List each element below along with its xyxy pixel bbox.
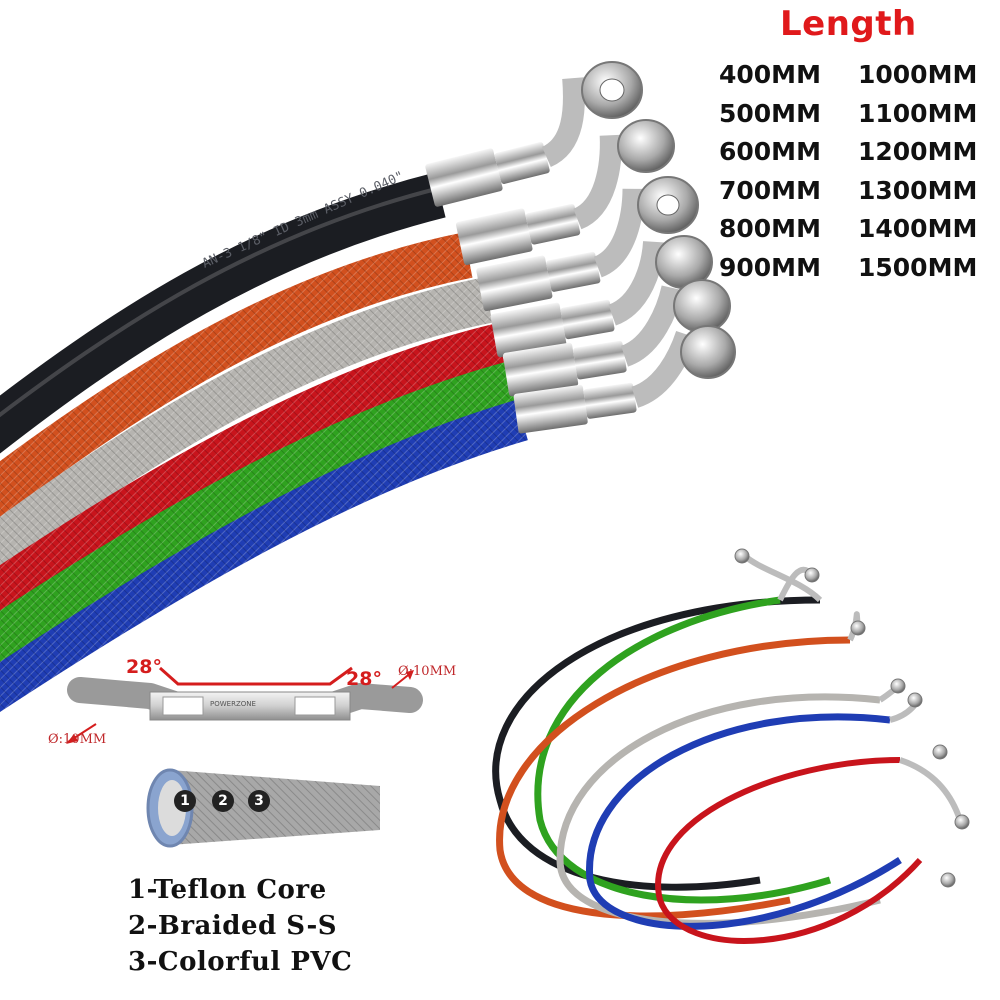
length-list-left: 400MM 500MM 600MM 700MM 800MM 900MM [719,56,821,287]
legend-item: 1-Teflon Core [128,875,327,905]
length-item: 700MM [719,175,821,205]
layer-number-2: 2 [212,790,234,812]
coiled-hoses [492,548,970,944]
length-item: 1500MM [858,252,978,282]
length-item: 900MM [719,252,821,282]
length-item: 1200MM [858,137,978,166]
legend-item: 2-Braided S-S [128,911,338,941]
brand-label: POWERZONE [210,700,256,708]
hose-red [0,323,506,619]
length-item: 1400MM [858,214,978,243]
layer-legend: 1-Teflon Core 2-Braided S-S 3-Colorful P… [128,872,352,980]
length-item: 800MM [719,214,821,243]
hose-orange [0,232,473,519]
angle-label-right: 28° [346,668,382,690]
length-title: Length [780,4,917,44]
layer-diagram [146,768,380,848]
length-item: 400MM [719,60,821,89]
hose-black [0,172,446,454]
length-item: 1100MM [858,98,978,128]
angle-label-left: 28° [126,656,162,678]
fittings [425,61,736,434]
hose-silver [0,277,493,574]
length-item: 1000MM [858,60,978,89]
hose-diagram [66,666,423,744]
hose-green [0,361,518,664]
hose-blue [0,399,528,713]
length-item: 500MM [719,98,821,128]
diameter-label-right: Ø:10MM [398,664,457,679]
length-list-right: 1000MM 1100MM 1200MM 1300MM 1400MM 1500M… [858,56,977,287]
layer-number-3: 3 [248,790,270,812]
layer-number-1: 1 [174,790,196,812]
length-item: 600MM [719,137,821,166]
diameter-label-left: Ø:10MM [48,732,107,747]
legend-item: 3-Colorful PVC [128,947,353,977]
length-item: 1300MM [858,175,978,205]
